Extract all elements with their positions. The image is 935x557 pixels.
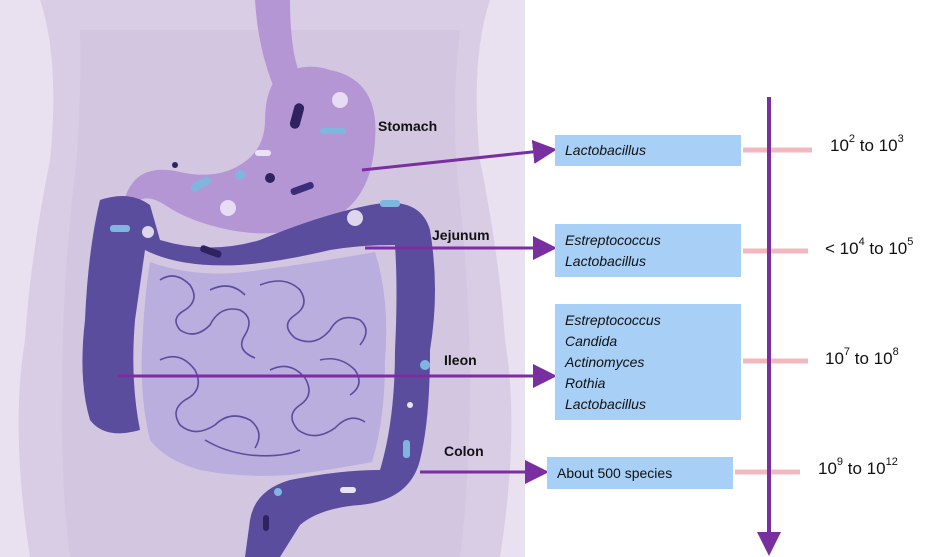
region-label-ileon: Ileon: [444, 352, 477, 368]
species-name: Rothia: [565, 373, 731, 394]
species-name: Actinomyces: [565, 352, 731, 373]
density-low-exp: 7: [844, 346, 850, 358]
density-high-base: 10: [888, 239, 907, 258]
species-box-colon: About 500 species: [547, 457, 733, 489]
species-name: About 500 species: [557, 463, 723, 484]
density-prefix: <: [825, 239, 840, 258]
density-high-exp: 8: [893, 346, 899, 358]
density-count-colon: 109 to 1012: [818, 459, 898, 479]
density-low-base: 10: [830, 136, 849, 155]
species-name: Candida: [565, 331, 731, 352]
species-name: Lactobacillus: [565, 251, 731, 272]
species-name: Estreptococcus: [565, 230, 731, 251]
density-low-base: 10: [840, 239, 859, 258]
species-name: Lactobacillus: [565, 140, 731, 161]
density-high-exp: 3: [898, 133, 904, 145]
density-low-exp: 2: [849, 133, 855, 145]
density-joiner: to: [843, 459, 867, 478]
density-high-exp: 5: [907, 236, 913, 248]
density-count-jejunum: < 104 to 105: [825, 239, 913, 259]
region-label-jejunum: Jejunum: [432, 227, 490, 243]
density-high-base: 10: [867, 459, 886, 478]
density-low-base: 10: [825, 349, 844, 368]
species-name: Lactobacillus: [565, 394, 731, 415]
density-count-stomach: 102 to 103: [830, 136, 904, 156]
density-low-base: 10: [818, 459, 837, 478]
region-label-colon: Colon: [444, 443, 484, 459]
density-joiner: to: [850, 349, 874, 368]
density-joiner: to: [855, 136, 879, 155]
region-label-stomach: Stomach: [378, 118, 437, 134]
species-box-stomach: Lactobacillus: [555, 135, 741, 166]
pointer-arrow-stomach: [362, 150, 551, 170]
density-high-base: 10: [879, 136, 898, 155]
density-low-exp: 9: [837, 456, 843, 468]
density-count-ileon: 107 to 108: [825, 349, 899, 369]
density-joiner: to: [865, 239, 889, 258]
density-high-exp: 12: [886, 456, 898, 468]
density-low-exp: 4: [859, 236, 865, 248]
species-name: Estreptococcus: [565, 310, 731, 331]
density-high-base: 10: [874, 349, 893, 368]
